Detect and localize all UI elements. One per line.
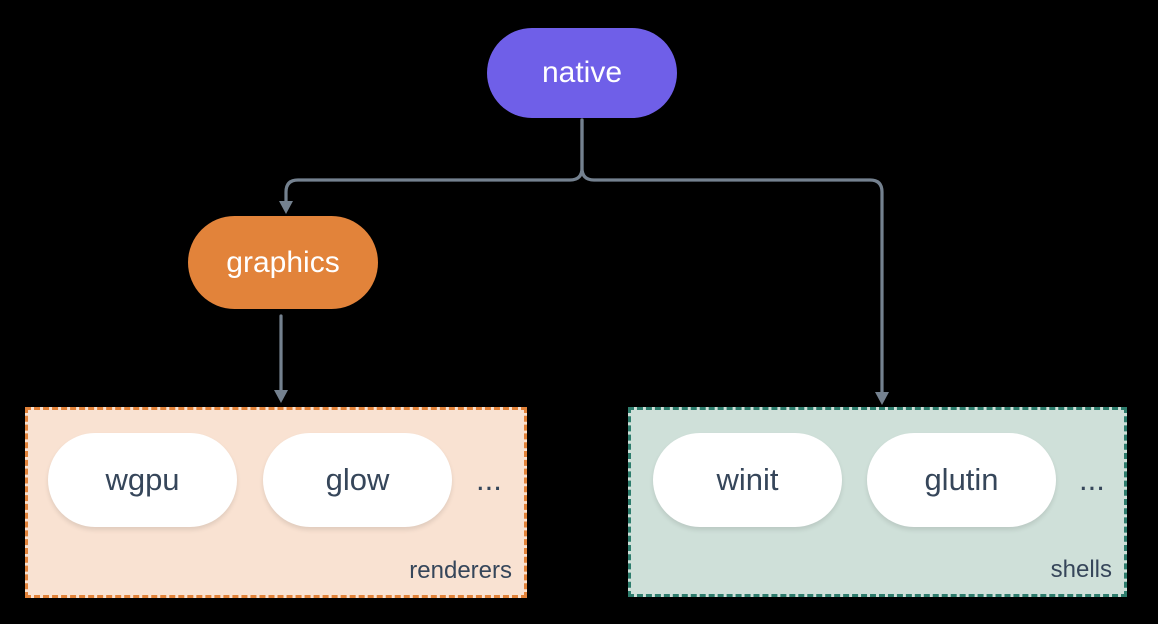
node-glow: glow — [263, 433, 452, 527]
node-glow-label: glow — [325, 462, 390, 497]
arrowhead-shells — [875, 392, 889, 405]
node-wgpu-label: wgpu — [105, 462, 180, 497]
node-native-label: native — [541, 56, 623, 89]
node-winit: winit — [653, 433, 842, 527]
node-native: native — [487, 28, 677, 118]
arrowhead-renderers — [274, 390, 288, 403]
node-graphics-label: graphics — [226, 245, 340, 279]
shells-group-label: shells — [1050, 556, 1112, 583]
arrowhead-graphics — [279, 201, 293, 214]
connector-native-to-shells — [580, 118, 884, 395]
node-graphics: graphics — [188, 216, 378, 309]
group-renderers: wgpu glow ... renderers — [25, 407, 527, 598]
connector-native-to-graphics — [284, 118, 584, 204]
node-glutin-label: glutin — [924, 462, 999, 497]
renderers-group-label: renderers — [409, 557, 512, 584]
node-winit-label: winit — [716, 462, 779, 497]
node-glutin: glutin — [867, 433, 1056, 527]
shells-ellipsis: ... — [1079, 462, 1105, 497]
renderers-ellipsis: ... — [476, 462, 502, 497]
node-wgpu: wgpu — [48, 433, 237, 527]
group-shells: winit glutin ... shells — [628, 407, 1127, 597]
